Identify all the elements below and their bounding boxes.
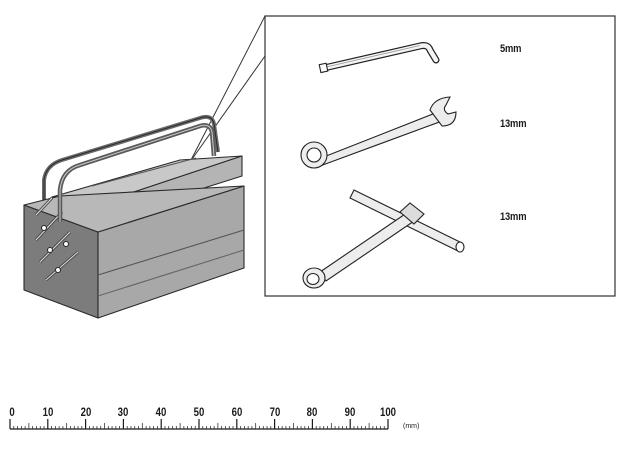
ruler-tick-label: 40 xyxy=(155,405,167,419)
ruler-tick-label: 100 xyxy=(379,405,397,419)
combination-wrench-size-label: 13mm xyxy=(500,118,527,130)
hex-key-size-label: 5mm xyxy=(500,43,522,55)
ruler-tick-label: 50 xyxy=(193,405,205,419)
ruler-scale xyxy=(9,419,389,430)
t-socket-wrench-size-label: 13mm xyxy=(500,211,527,223)
ruler-tick-label: 0 xyxy=(9,405,15,419)
ruler-tick-label: 60 xyxy=(231,405,243,419)
ruler-tick-label: 10 xyxy=(42,405,54,419)
combination-wrench-icon xyxy=(300,96,457,169)
hex-key-icon xyxy=(318,42,440,74)
ruler-unit-label: (mm) xyxy=(403,423,420,430)
ruler-tick-label: 90 xyxy=(344,405,356,419)
ruler-tick-label: 20 xyxy=(80,405,91,419)
ruler-tick-label: 80 xyxy=(307,405,318,419)
callout-lines xyxy=(189,15,266,163)
ruler-tick-label: 70 xyxy=(269,405,280,419)
ruler-tick-label: 30 xyxy=(118,405,129,419)
t-socket-wrench-icon xyxy=(302,189,465,289)
toolbox-icon xyxy=(23,114,245,319)
